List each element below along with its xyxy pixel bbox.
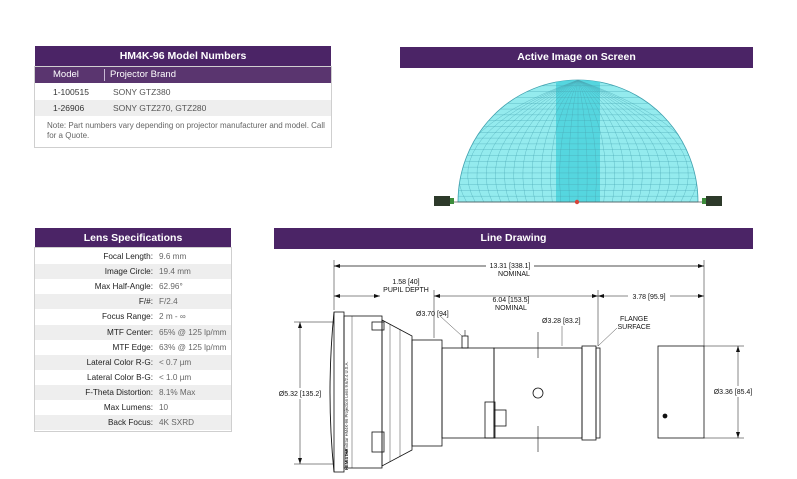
spec-value: 2 m - ∞ [159,312,186,322]
col-model-header: Model [53,69,79,80]
spec-row: MTF Edge: 63% @ 125 lp/mm [35,340,231,355]
spec-label: F-Theta Distortion: [85,387,153,397]
projector-brand: SONY GTZ380 [113,87,171,97]
dome-diagram [434,79,722,206]
spec-value: 4K SXRD [159,418,195,428]
spec-row: Focus Range: 2 m - ∞ [35,309,231,324]
focus-tab [461,335,469,349]
pupil-dim-text: 1.58 [40] [392,279,419,286]
front-tab-lower [371,431,385,453]
mid-dim-text: 6.04 [153.5] [493,297,530,304]
spec-value: 62.96° [159,282,183,292]
spec-label: Focal Length: [103,252,153,261]
left-projector-icon [434,196,450,206]
lens-specs-table: Focal Length: 9.6 mm Image Circle: 19.4 mm M… [34,247,232,432]
rear-element [657,345,705,439]
header-divider [104,69,105,81]
spec-value: 19.4 mm [159,267,191,277]
spec-value: 9.6 mm [159,252,187,261]
rear-screw [662,413,668,419]
spec-row: MTF Center: 65% @ 125 lp/mm [35,324,231,340]
mount-lug [484,401,496,439]
spec-label: Lateral Color R-G: [86,357,153,367]
spec-row: F-Theta Distortion: 8.1% Max [35,384,231,400]
left-projector-lens [450,198,454,204]
spec-row: Max Lumens: 10 [35,400,231,415]
col-brand-header: Projector Brand [110,69,177,80]
table-row: 1-100515 SONY GTZ380 [35,84,331,100]
model-numbers-table: Model Projector Brand 1-100515 SONY GTZ3… [34,66,332,148]
front-tab [371,321,385,331]
lens-specs-title: Lens Specifications [35,228,231,249]
spec-row: Lateral Color R-G: < 0.7 µm [35,354,231,370]
model-numbers-title: HM4K-96 Model Numbers [35,46,331,67]
spec-value: 65% @ 125 lp/mm [159,327,227,337]
spec-label: Image Circle: [104,267,153,277]
right-projector-lens [702,198,706,204]
model-table-header: Model Projector Brand [35,67,331,83]
spec-label: Back Focus: [107,418,153,428]
lens-line-drawing: HemiStar HM4K-96 Projection Lens 9.6/2.4… [274,260,758,473]
mid-nominal: NOMINAL [495,305,527,312]
projector-brand: SONY GTZ270, GTZ280 [113,103,207,113]
alignment-pin [532,387,544,399]
front-ring [333,311,345,473]
flange-label: FLANGE [620,316,648,323]
spec-value: < 0.7 µm [159,357,192,367]
barrel-brand: HEMISTAR [344,448,349,470]
spec-label: MTF Edge: [112,342,154,352]
model-number: 1-100515 [53,87,89,97]
spec-value: 10 [159,403,169,412]
spec-label: Max Half-Angle: [94,282,153,292]
mount-block [493,409,507,427]
pupil-depth-label: PUPIL DEPTH [383,287,429,294]
spec-row: Max Half-Angle: 62.96° [35,279,231,294]
barrel-label: HemiStar HM4K-96 Projection Lens 9.6/2.4… [344,361,349,455]
line-drawing-title: Line Drawing [274,228,753,249]
spec-value: < 1.0 µm [159,372,192,382]
d336-text: Ø3.36 [85.4] [714,389,753,396]
spec-label: MTF Center: [107,327,153,337]
spec-row: Image Circle: 19.4 mm [35,264,231,280]
spec-label: F/#: [138,297,153,307]
front-barrel [343,315,383,469]
mid-barrel [441,347,495,439]
overall-dim-text: 13.31 [338.1] [490,263,531,270]
spec-row: F/#: F/2.4 [35,294,231,310]
spec-label: Max Lumens: [103,403,153,412]
flange-lip [595,347,601,439]
spec-row: Back Focus: 4K SXRD [35,415,231,431]
model-number: 1-26906 [53,103,85,113]
center-marker [574,199,580,205]
spec-label: Lateral Color B-G: [87,372,153,382]
focus-ring [411,339,443,447]
spec-label: Focus Range: [102,312,153,322]
rear-barrel [493,347,583,439]
surface-label: SURFACE [617,324,650,331]
d370-text: Ø3.70 [94] [416,311,449,318]
spec-value: 8.1% Max [159,387,196,397]
right-projector-icon [706,196,722,206]
flange [581,345,597,441]
spec-row: Lateral Color B-G: < 1.0 µm [35,370,231,385]
active-image-title: Active Image on Screen [400,47,753,68]
front-lens-curve [329,311,335,473]
lens-cone [381,319,413,467]
overall-nominal: NOMINAL [498,271,530,278]
d328-text: Ø3.28 [83.2] [542,318,581,325]
rear-dim-text: 3.78 [95.9] [632,294,665,301]
table-row: 1-26906 SONY GTZ270, GTZ280 [35,100,331,116]
d532-text: Ø5.32 [135.2] [279,391,321,398]
spec-value: F/2.4 [159,297,178,307]
quote-note: Note: Part numbers vary depending on pro… [47,121,325,140]
spec-value: 63% @ 125 lp/mm [159,342,227,352]
spec-row: Focal Length: 9.6 mm [35,249,231,264]
